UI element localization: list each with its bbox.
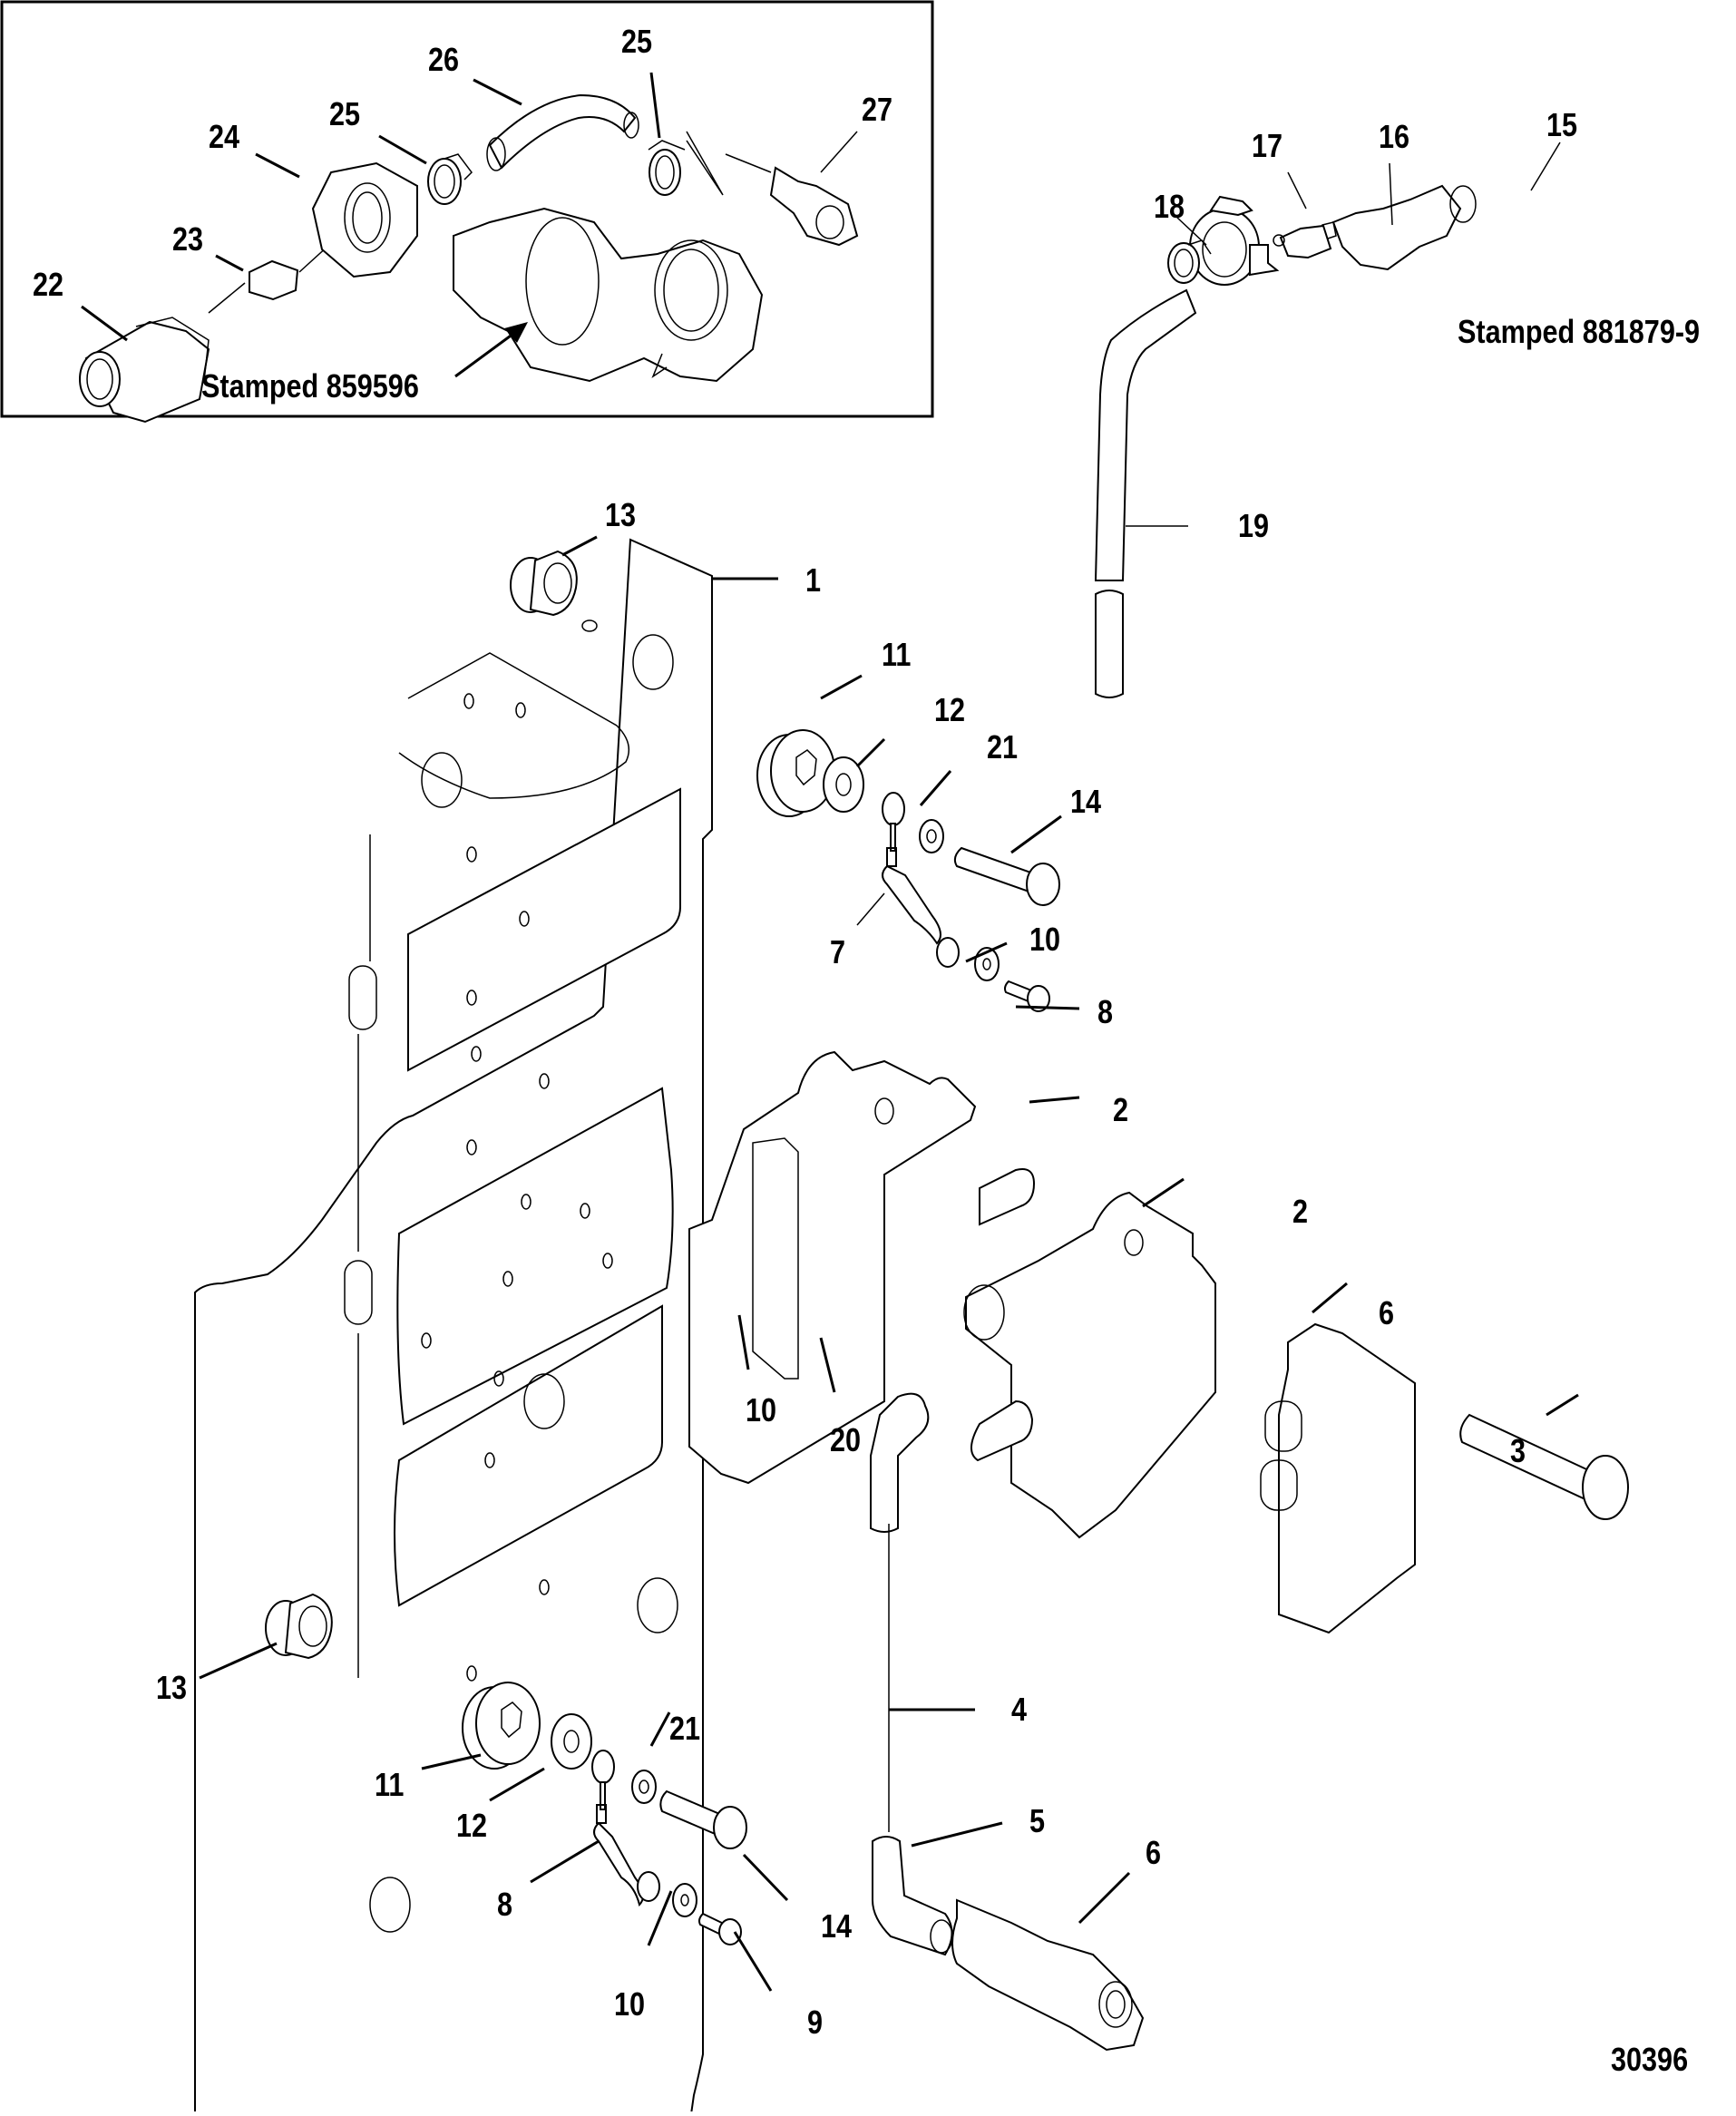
- callout-16: 16: [1379, 118, 1410, 155]
- callout-15: 15: [1546, 106, 1578, 143]
- hose-19: [1094, 288, 1197, 698]
- callout-12-upper: 12: [934, 691, 966, 728]
- stamp-label-881879-9: Stamped 881879-9: [1458, 313, 1701, 350]
- ignition-coil-2-lower: [963, 1191, 1216, 1539]
- fitting-27: [725, 153, 859, 247]
- clamp-17: [1189, 195, 1280, 286]
- bushing-13-upper: [510, 550, 578, 617]
- callout-10-upper: 10: [1029, 921, 1061, 958]
- module-7: [1260, 1322, 1416, 1634]
- callout-20: 20: [830, 1421, 862, 1458]
- callout-24: 24: [209, 118, 240, 155]
- callout-25-left: 25: [329, 95, 361, 132]
- stamp-arrow-head: [504, 322, 528, 343]
- hose-clamp-18: [1167, 239, 1212, 284]
- callout-21-lower: 21: [669, 1710, 701, 1747]
- callout-17: 17: [1252, 127, 1283, 164]
- hose-26: [486, 93, 639, 171]
- sensor-22: [79, 317, 210, 424]
- lower-hardware: [462, 1682, 747, 1945]
- figure-number: 30396: [1611, 2041, 1689, 2078]
- callout-26: 26: [428, 41, 460, 78]
- callout-21-upper: 21: [987, 728, 1019, 765]
- callout-10-middle: 10: [746, 1391, 777, 1429]
- callout-14-lower: 14: [821, 1907, 853, 1945]
- bushing-13-lower: [265, 1593, 333, 1660]
- callout-27: 27: [862, 91, 893, 128]
- spark-plug-6: [951, 1898, 1145, 2052]
- callout-9-lower: 9: [807, 2004, 824, 2041]
- callout-8-lower: 8: [497, 1886, 513, 1923]
- sensor-15: [1322, 184, 1477, 271]
- callout-14-upper: 14: [1070, 783, 1102, 820]
- callout-23: 23: [172, 220, 204, 258]
- callout-2-lower: 2: [1292, 1193, 1309, 1230]
- bolt-3: [1459, 1413, 1629, 1520]
- upper-hardware: [756, 729, 1060, 1012]
- callout-11-upper: 11: [882, 636, 912, 673]
- sensor-859596: [453, 207, 764, 383]
- callout-10-lower: 10: [614, 1985, 646, 2023]
- callout-9-upper: 8: [1097, 993, 1114, 1030]
- inset-frame: [0, 0, 934, 418]
- stamp-label-859596: Stamped 859596: [201, 367, 419, 405]
- fitting-16: [1273, 224, 1332, 259]
- callout-2-upper: 2: [1113, 1091, 1129, 1128]
- callout-3: 3: [1510, 1432, 1526, 1469]
- callout-13-upper: 13: [605, 496, 637, 533]
- callout-12-lower: 12: [456, 1807, 488, 1844]
- clamp-24: [311, 161, 418, 278]
- callout-5: 5: [1029, 1802, 1046, 1839]
- callout-22: 22: [33, 266, 64, 303]
- callout-18: 18: [1154, 188, 1185, 225]
- hose-clamp-25-left: [427, 153, 473, 205]
- ignition-coil-2-upper: [688, 1050, 1036, 1485]
- stamp-arrow-line: [454, 329, 518, 378]
- callout-8-upper: 7: [830, 933, 846, 970]
- callout-19: 19: [1238, 507, 1270, 544]
- callout-6: 6: [1146, 1834, 1162, 1871]
- lead-4-boot-5: [870, 1392, 953, 1956]
- callout-7: 6: [1379, 1294, 1395, 1331]
- callout-1: 1: [805, 561, 822, 599]
- callout-11-lower: 11: [375, 1766, 405, 1803]
- hose-clamp-25-right: [648, 131, 724, 196]
- callout-4: 4: [1011, 1691, 1028, 1728]
- callout-25-right: 25: [621, 23, 653, 60]
- callout-13-lower: 13: [156, 1669, 188, 1706]
